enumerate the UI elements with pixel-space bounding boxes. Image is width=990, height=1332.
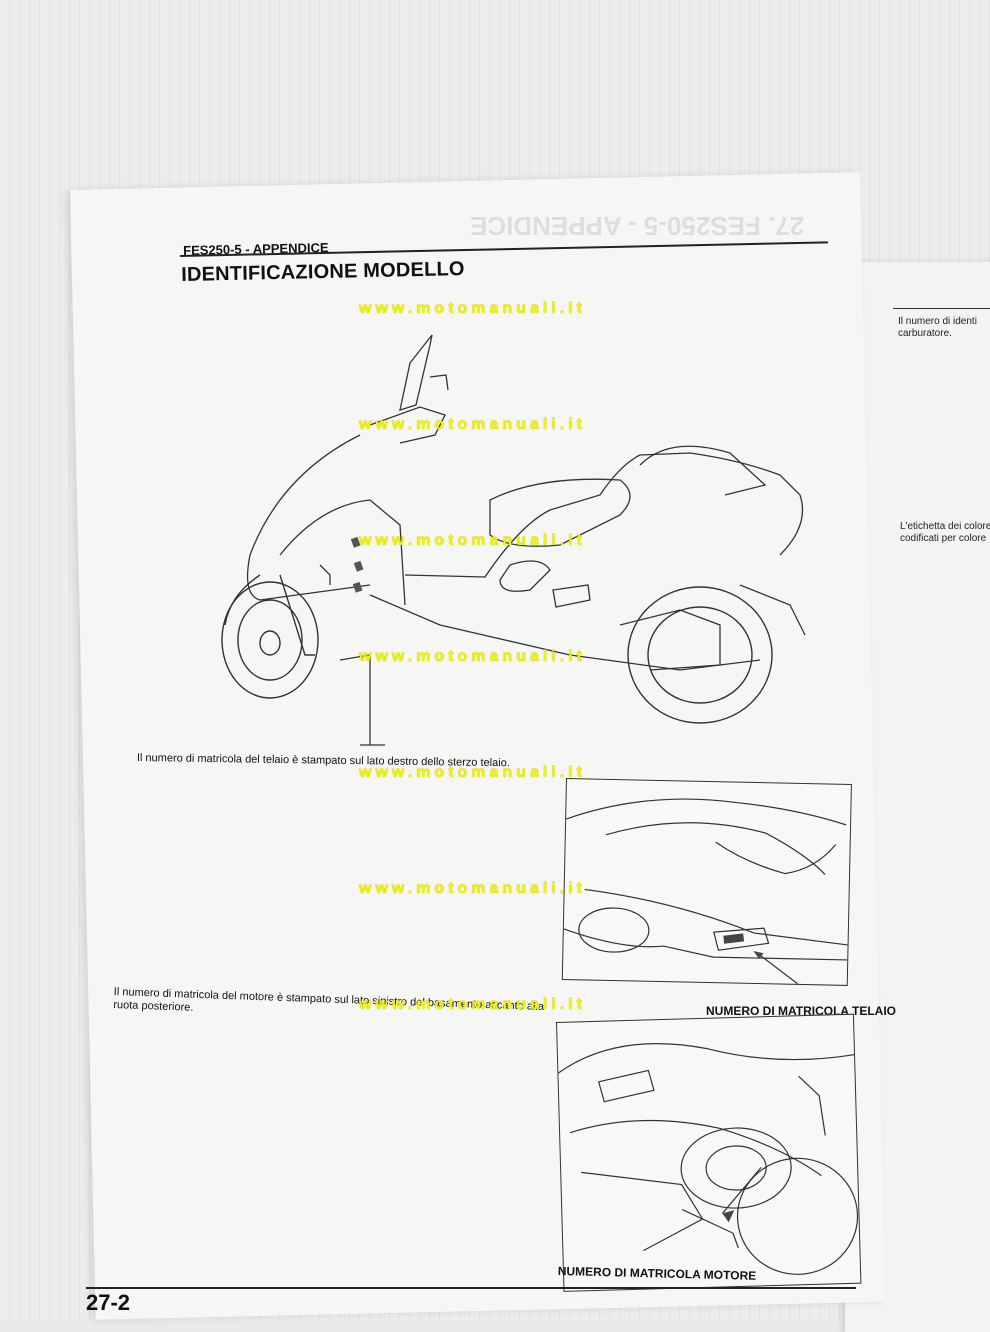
watermark-text: www.motomanuali.it: [359, 300, 586, 317]
scooter-illustration: [221, 334, 806, 746]
right-page-text-2: L'etichetta dei colore codificati per co…: [900, 521, 990, 544]
watermark-text: www.motomanuali.it: [359, 532, 586, 549]
watermark-text: www.motomanuali.it: [359, 880, 586, 897]
right-page-text-1: Il numero di identi carburatore.: [898, 316, 977, 339]
watermark-text: www.motomanuali.it: [359, 416, 586, 433]
frame-number-diagram: [561, 778, 852, 986]
page-number: 27-2: [86, 1290, 131, 1315]
right-page-rule: [893, 308, 990, 309]
frame-detail-illustration: [563, 798, 848, 985]
watermark-text: www.motomanuali.it: [359, 996, 586, 1013]
watermark-text: www.motomanuali.it: [359, 648, 586, 665]
engine-number-diagram: [556, 1013, 862, 1292]
footer-rule: [86, 1287, 856, 1289]
bleed-through-text: 27. FES250-5 - APPENDICE: [470, 211, 805, 241]
watermark-text: www.motomanuali.it: [359, 764, 586, 781]
engine-detail-illustration: [558, 1043, 859, 1275]
